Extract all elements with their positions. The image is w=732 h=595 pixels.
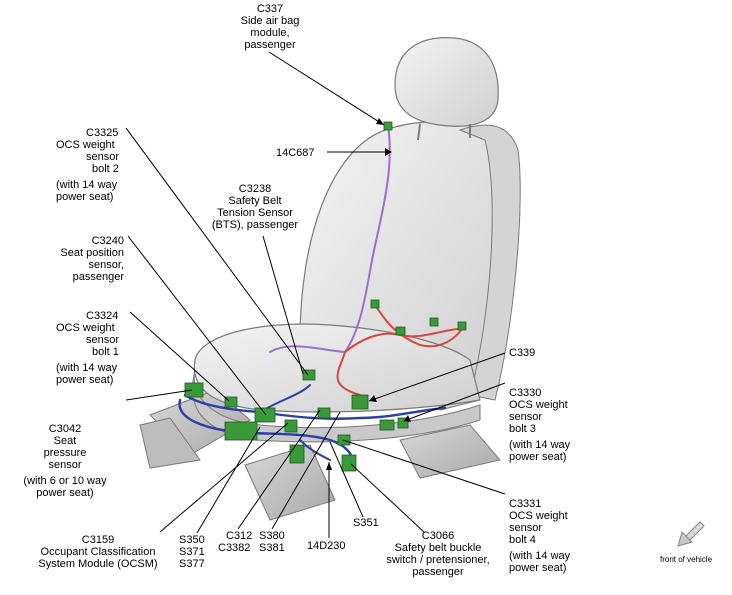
label-line: System Module (OCSM) [38,558,158,570]
label-c3330: C3330 OCS weight sensor bolt 3 (with 14 … [509,387,570,463]
label-line: sensor [509,522,543,534]
label-line: power seat) [509,562,567,574]
label-c312: C312 C3382 [218,530,252,554]
label-line: 14D230 [307,540,346,552]
label-line: (with 14 way [56,179,118,191]
label-c3331: C3331 OCS weight sensor bolt 4 (with 14 … [509,498,570,574]
label-14c687: 14C687 [276,147,315,159]
label-line: C3066 [421,530,455,542]
label-c3238: C3238 Safety Belt Tension Sensor (BTS), … [200,183,310,231]
label-line: Seat position [60,247,124,259]
label-line: power seat) [56,191,114,203]
label-line: S371 [179,546,205,558]
label-c3042: C3042 Seat pressure sensor (with 6 or 10… [20,423,110,499]
label-c3324: C3324 OCS weight sensor bolt 1 (with 14 … [56,310,119,386]
front-of-vehicle-label: front of vehicle [660,555,713,564]
label-line: sensor [86,151,120,163]
label-line: C3240 [91,235,124,247]
label-line: C3324 [86,310,119,322]
label-line: bolt 3 [509,423,536,435]
label-line: Safety belt buckle [394,542,482,554]
label-line: C3159 [81,534,115,546]
label-line: power seat) [36,487,94,499]
label-line: OCS weight [56,139,115,151]
label-line: C3331 [509,498,542,510]
label-c3066: C3066 Safety belt buckle switch / preten… [378,530,498,578]
label-line: sensor [509,411,543,423]
label-line: sensor, [88,259,124,271]
label-line: passenger [412,566,464,578]
label-line: C337 [256,3,284,15]
label-line: 14C687 [276,147,315,159]
label-line: C3382 [218,542,251,554]
label-line: power seat) [56,374,114,386]
label-line: C3042 [48,423,82,435]
label-line: bolt 4 [509,534,536,546]
label-line: power seat) [509,451,567,463]
label-line: Seat [53,435,77,447]
front-of-vehicle-arrow-icon [677,521,705,547]
head-restraint [394,37,499,141]
label-14d230: 14D230 [307,540,346,552]
label-line: sensor [48,459,82,471]
label-line: (with 14 way [509,550,571,562]
label-s350: S350 S371 S377 [179,534,205,570]
label-c3240: C3240 Seat position sensor, passenger [40,235,124,283]
label-line: S351 [353,517,379,529]
label-line: Tension Sensor [217,207,293,219]
label-line: passenger [72,271,124,283]
label-s380: S380 S381 [259,530,285,554]
label-line: switch / pretensioner, [386,554,490,566]
label-line: bolt 2 [92,163,119,175]
label-line: Safety Belt [228,195,282,207]
label-c339: C339 [509,347,535,359]
label-line: S381 [259,542,285,554]
label-line: OCS weight [509,510,568,522]
label-line: S380 [259,530,285,542]
leader-arrowheads [326,118,411,470]
label-line: (with 14 way [56,362,118,374]
label-line: bolt 1 [92,346,119,358]
label-line: C339 [509,347,536,359]
label-line: (BTS), passenger [211,219,299,231]
label-line: C3325 [86,127,119,139]
label-c337: C337 Side air bag module, passenger [225,3,315,51]
label-c3159: C3159 Occupant Classification System Mod… [28,534,168,570]
label-line: module, [250,27,290,39]
label-line: (with 14 way [509,439,571,451]
label-line: pressure [43,447,87,459]
label-line: OCS weight [509,399,568,411]
leader-lines [125,51,506,538]
label-line: C3330 [509,387,542,399]
label-line: Side air bag [240,15,300,27]
label-line: (with 6 or 10 way [23,475,107,487]
label-s351: S351 [353,517,379,529]
label-c3325: C3325 OCS weight sensor bolt 2 (with 14 … [56,127,119,203]
label-line: sensor [86,334,120,346]
label-line: passenger [244,39,296,51]
label-line: C3238 [238,183,272,195]
label-line: Occupant Classification [40,546,156,558]
label-line: OCS weight [56,322,115,334]
label-line: C312 [226,530,253,542]
label-line: S350 [179,534,205,546]
label-line: S377 [179,558,205,570]
